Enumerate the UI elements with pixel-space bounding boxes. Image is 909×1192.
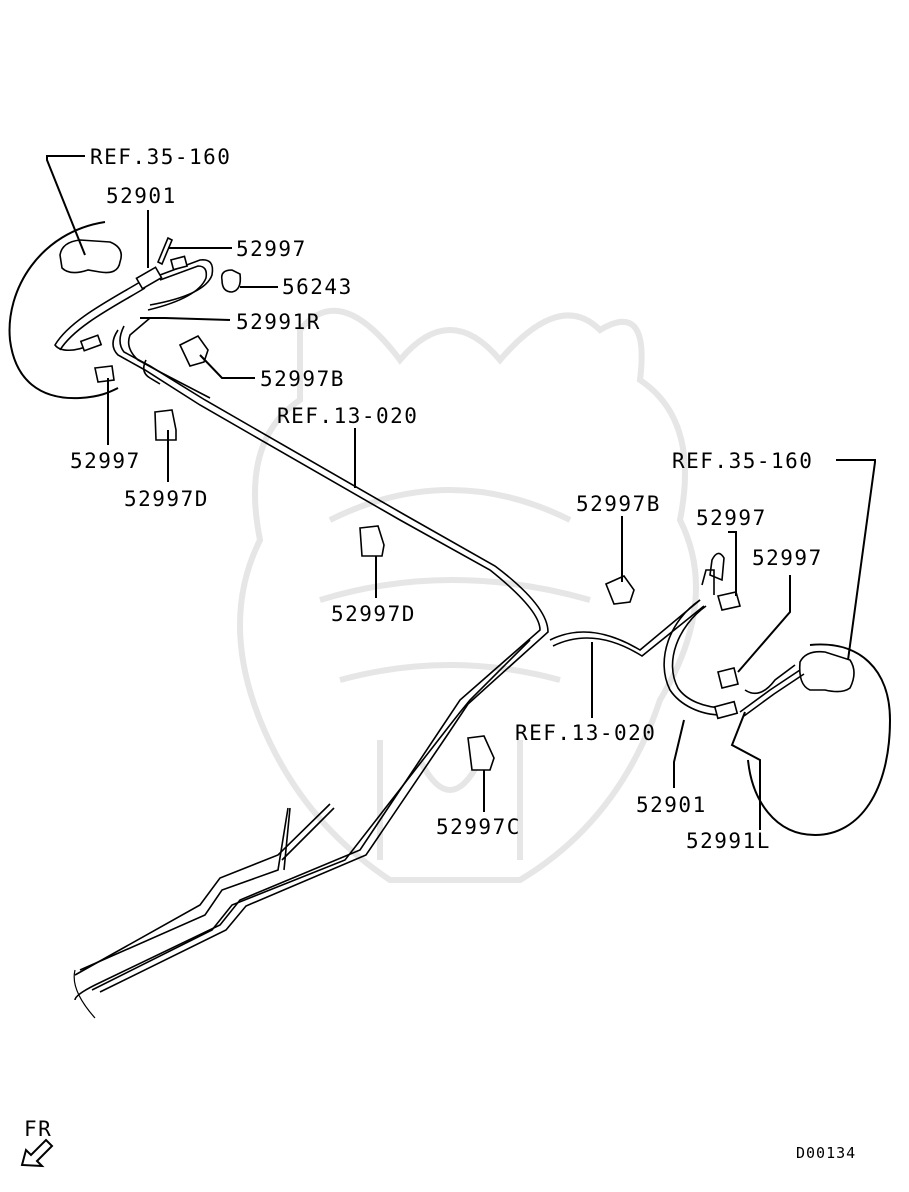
label-52997D-mid: 52997D — [331, 602, 416, 626]
left-wheel-outline — [8, 221, 119, 400]
label-fr-direction: FR — [24, 1117, 52, 1141]
right-brake-assembly — [604, 552, 892, 837]
right-wheel-outline — [747, 643, 892, 837]
left-clip-52997D — [154, 409, 177, 441]
label-52991R: 52991R — [236, 310, 321, 334]
left-clip-56243 — [220, 269, 242, 293]
label-52997C: 52997C — [436, 815, 521, 839]
left-bolt-52997 — [156, 236, 174, 266]
right-clip-52997-upper — [716, 591, 742, 611]
label-52997-left: 52997 — [70, 449, 141, 473]
watermark-emblem — [237, 307, 699, 883]
leader-lines — [46, 155, 876, 830]
label-52997B-left: 52997B — [260, 367, 345, 391]
label-52997-right-2: 52997 — [752, 546, 823, 570]
mid-clip-52997C — [467, 735, 495, 771]
label-diagram-id: D00134 — [796, 1144, 856, 1162]
right-clip-52997-lower — [717, 667, 739, 689]
main-brake-pipes — [73, 317, 705, 1019]
label-52997-top: 52997 — [236, 237, 307, 261]
label-ref-35-160-right: REF.35-160 — [672, 449, 813, 473]
front-direction-arrow — [20, 1138, 54, 1168]
right-brake-hose — [663, 599, 723, 716]
label-ref-35-160-left: REF.35-160 — [90, 145, 231, 169]
right-caliper — [798, 650, 855, 693]
label-52997-right-1: 52997 — [696, 506, 767, 530]
label-ref-13-020-bottom: REF.13-020 — [515, 721, 656, 745]
right-clip-52997B — [604, 575, 635, 605]
left-caliper — [59, 239, 123, 274]
left-brake-assembly — [8, 221, 242, 441]
label-52997B-right: 52997B — [576, 492, 661, 516]
label-52901-right: 52901 — [636, 793, 707, 817]
label-52901-left: 52901 — [106, 184, 177, 208]
left-hose-fitting — [135, 266, 163, 290]
label-56243: 56243 — [282, 275, 353, 299]
label-52997D-left: 52997D — [124, 487, 209, 511]
label-52991L: 52991L — [686, 829, 771, 853]
left-clip-52997B — [178, 334, 209, 367]
part-labels: REF.35-160 52901 52997 56243 52991R 5299… — [24, 145, 856, 1162]
left-clip-52997 — [94, 365, 115, 383]
label-ref-13-020-top: REF.13-020 — [277, 404, 418, 428]
left-brake-hose — [54, 281, 141, 352]
mid-clip-52997D — [359, 525, 385, 557]
